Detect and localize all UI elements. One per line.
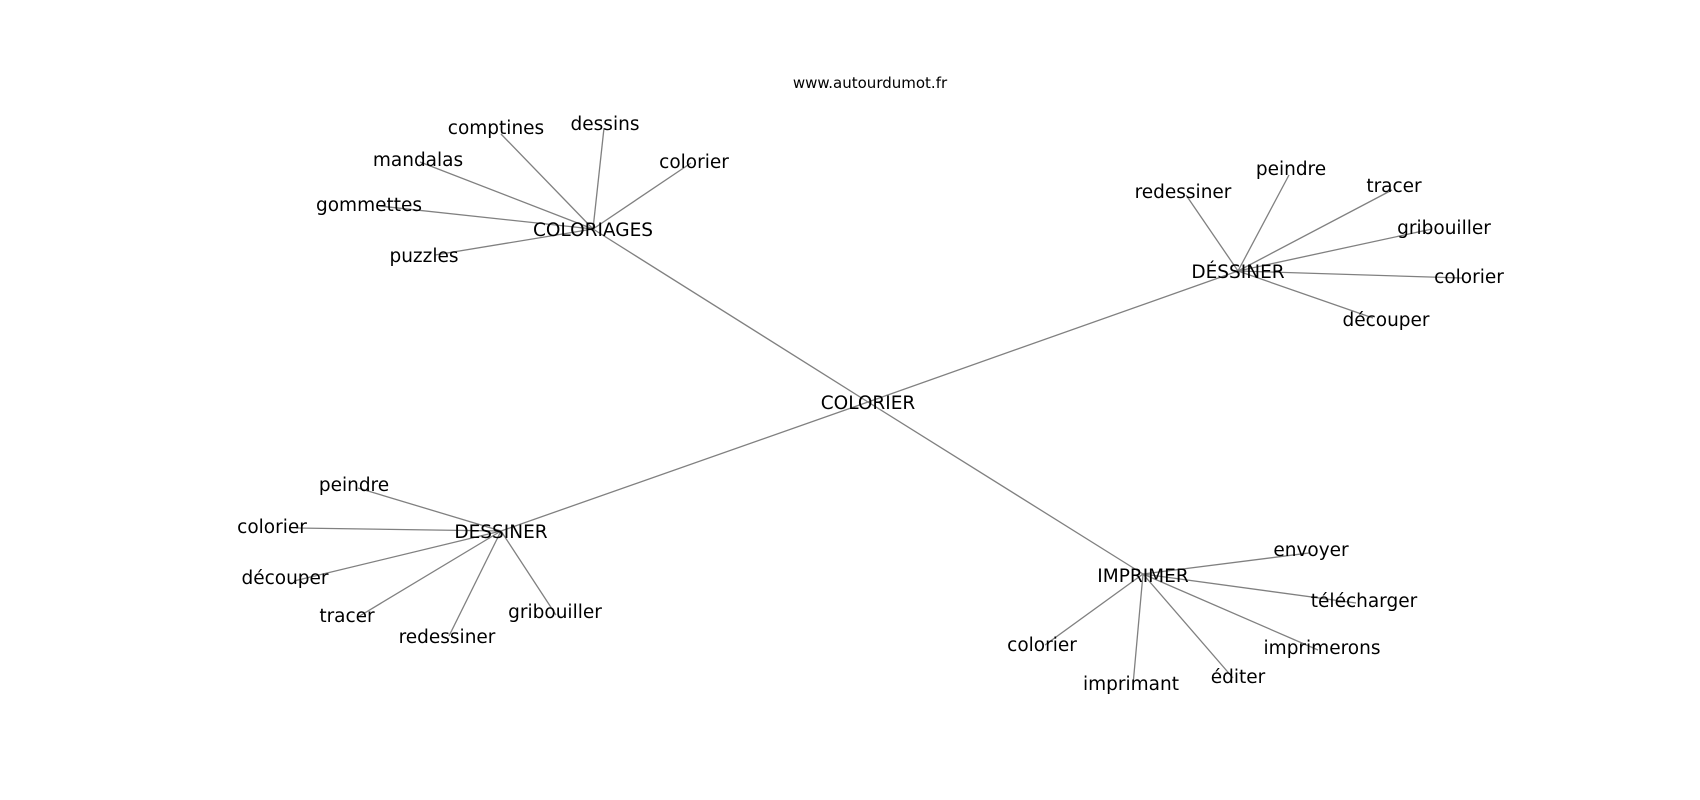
center-to-hub-edge — [592, 228, 869, 403]
center-to-hub-edge — [867, 270, 1239, 403]
leaf-node: comptines — [448, 118, 544, 139]
hub-to-leaf-edge — [1044, 573, 1144, 646]
hub-to-leaf-edge — [293, 530, 502, 582]
leaf-node: tracer — [319, 606, 375, 627]
hub-to-leaf-edge — [1142, 573, 1357, 604]
hub-node-imprimer: IMPRIMER — [1097, 566, 1189, 587]
leaf-node: tracer — [1366, 176, 1422, 197]
hub-to-leaf-edge — [419, 161, 594, 230]
hub-to-leaf-edge — [1237, 228, 1433, 272]
hub-node-dessiner: DESSINER — [454, 522, 547, 543]
leaf-node: colorier — [659, 152, 729, 173]
leaf-node: éditer — [1211, 667, 1266, 688]
hub-to-leaf-edge — [500, 133, 594, 230]
graph-edges — [293, 127, 1463, 686]
hub-to-leaf-edge — [378, 205, 594, 230]
hub-to-leaf-edge — [1237, 270, 1374, 319]
center-to-hub-edge — [867, 401, 1144, 575]
hub-to-leaf-edge — [1142, 573, 1319, 651]
leaf-node: mandalas — [373, 150, 463, 171]
center-to-hub-edge — [500, 401, 869, 532]
hub-to-leaf-edge — [500, 530, 557, 616]
hub-to-leaf-edge — [592, 127, 605, 230]
leaf-node: gribouiller — [508, 602, 602, 623]
hub-to-leaf-edge — [1142, 573, 1234, 679]
center-node: COLORIER — [821, 393, 916, 414]
hub-to-leaf-edge — [592, 162, 692, 230]
leaf-node: peindre — [319, 475, 389, 496]
leaf-node: redessiner — [399, 627, 496, 648]
leaf-node: imprimerons — [1264, 638, 1381, 659]
leaf-node: dessins — [571, 114, 640, 135]
leaf-node: colorier — [237, 517, 307, 538]
leaf-node: télécharger — [1311, 591, 1418, 612]
hub-to-leaf-edge — [434, 228, 594, 256]
source-label: www.autourdumot.fr — [793, 74, 948, 92]
hub-to-leaf-edge — [1237, 270, 1463, 279]
leaf-node: découper — [1342, 310, 1429, 331]
hub-to-leaf-edge — [357, 487, 502, 532]
hub-to-leaf-edge — [1142, 552, 1310, 575]
leaf-node: découper — [241, 568, 328, 589]
hub-to-leaf-edge — [1185, 194, 1239, 272]
leaf-node: redessiner — [1135, 182, 1232, 203]
leaf-node: peindre — [1256, 159, 1326, 180]
hub-node-dessiner-accent: DÉSSINER — [1191, 261, 1284, 283]
hub-to-leaf-edge — [1237, 174, 1290, 272]
leaf-node: gommettes — [316, 195, 422, 216]
hub-node-coloriages: COLORIAGES — [533, 220, 653, 241]
hub-to-leaf-edge — [1237, 189, 1393, 272]
leaf-node: colorier — [1007, 635, 1077, 656]
hub-to-leaf-edge — [448, 530, 502, 637]
hub-to-leaf-edge — [1132, 573, 1144, 686]
leaf-node: envoyer — [1273, 540, 1349, 561]
leaf-node: puzzles — [389, 246, 458, 267]
leaf-node: colorier — [1434, 267, 1504, 288]
hub-to-leaf-edge — [357, 530, 502, 618]
leaf-node: gribouiller — [1397, 218, 1491, 239]
hub-to-leaf-edge — [295, 527, 502, 532]
leaf-node: imprimant — [1083, 674, 1179, 695]
